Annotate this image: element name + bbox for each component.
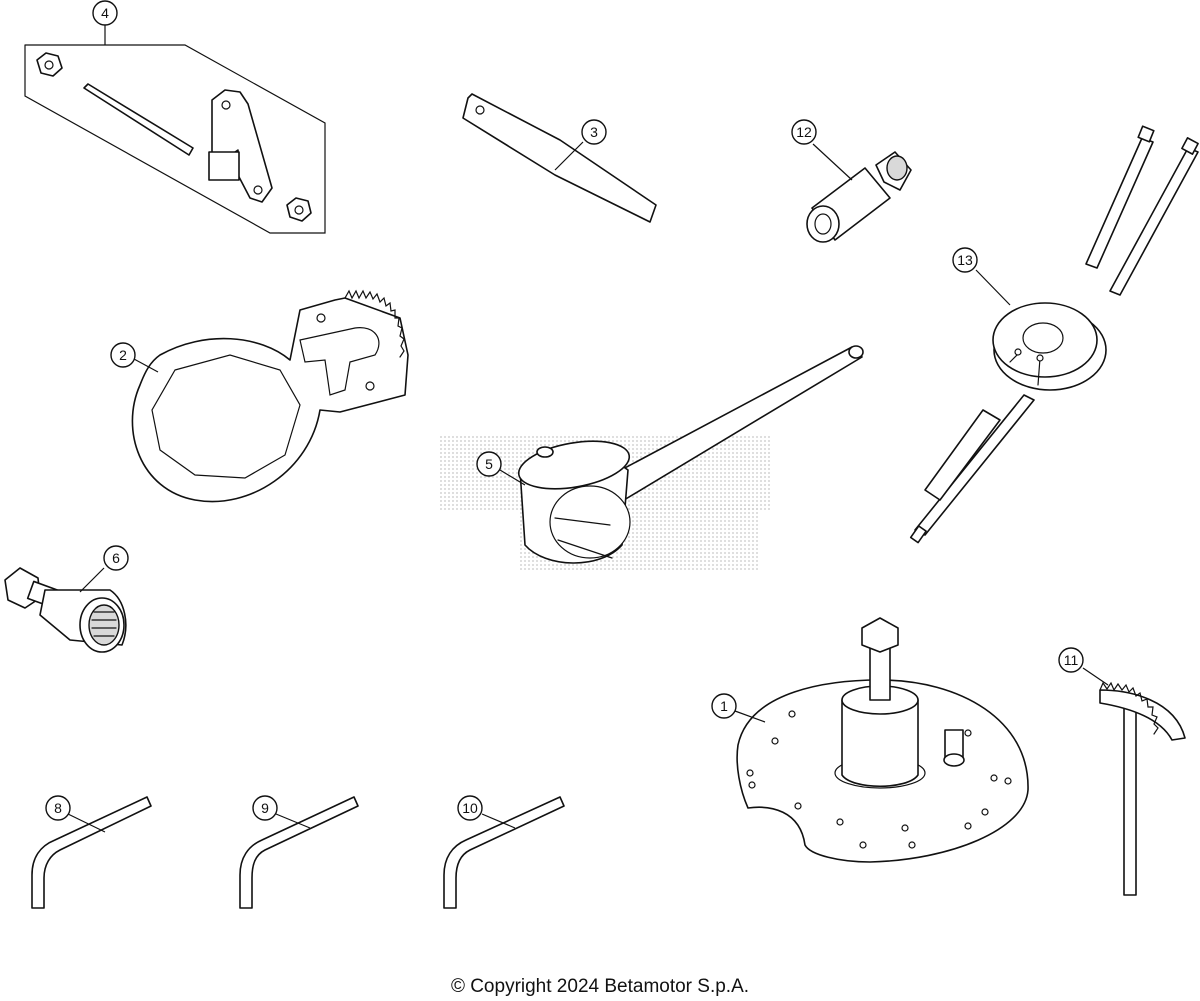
part-11-wrench bbox=[1099, 681, 1186, 896]
part-1-plate bbox=[736, 617, 1029, 863]
part-6-puller bbox=[4, 567, 127, 653]
callout-10: 10 bbox=[457, 795, 483, 821]
svg-text:5: 5 bbox=[485, 456, 493, 472]
leaders bbox=[67, 25, 1109, 833]
callout-4: 4 bbox=[92, 0, 118, 26]
part-4-kit bbox=[24, 44, 326, 234]
part-9-hex-key bbox=[239, 796, 359, 909]
callout-13: 13 bbox=[952, 247, 978, 273]
svg-text:1: 1 bbox=[720, 698, 728, 714]
svg-text:2: 2 bbox=[119, 347, 127, 363]
svg-text:12: 12 bbox=[796, 124, 812, 140]
svg-text:9: 9 bbox=[261, 800, 269, 816]
svg-text:6: 6 bbox=[112, 550, 120, 566]
svg-text:13: 13 bbox=[957, 252, 973, 268]
copyright-text: © Copyright 2024 Betamotor S.p.A. bbox=[450, 976, 750, 997]
svg-text:4: 4 bbox=[101, 5, 109, 21]
callout-11: 11 bbox=[1058, 647, 1084, 673]
part-3-bar bbox=[462, 93, 657, 223]
callout-8: 8 bbox=[45, 795, 71, 821]
part-10-hex-key bbox=[443, 796, 565, 909]
callout-1: 1 bbox=[711, 693, 737, 719]
callout-5: 5 bbox=[476, 451, 502, 477]
svg-text:11: 11 bbox=[1064, 652, 1079, 668]
svg-text:8: 8 bbox=[54, 800, 62, 816]
callout-6: 6 bbox=[103, 545, 129, 571]
part-12-socket bbox=[806, 151, 912, 243]
part-2-holder bbox=[131, 289, 409, 503]
part-13-handle bbox=[909, 125, 1199, 544]
part-8-hex-key bbox=[31, 796, 152, 909]
svg-text:10: 10 bbox=[462, 800, 478, 816]
callout-9: 9 bbox=[252, 795, 278, 821]
part-5-spanner bbox=[517, 345, 864, 564]
callout-12: 12 bbox=[791, 119, 817, 145]
callout-3: 3 bbox=[581, 119, 607, 145]
svg-text:3: 3 bbox=[590, 124, 598, 140]
callout-2: 2 bbox=[110, 342, 136, 368]
